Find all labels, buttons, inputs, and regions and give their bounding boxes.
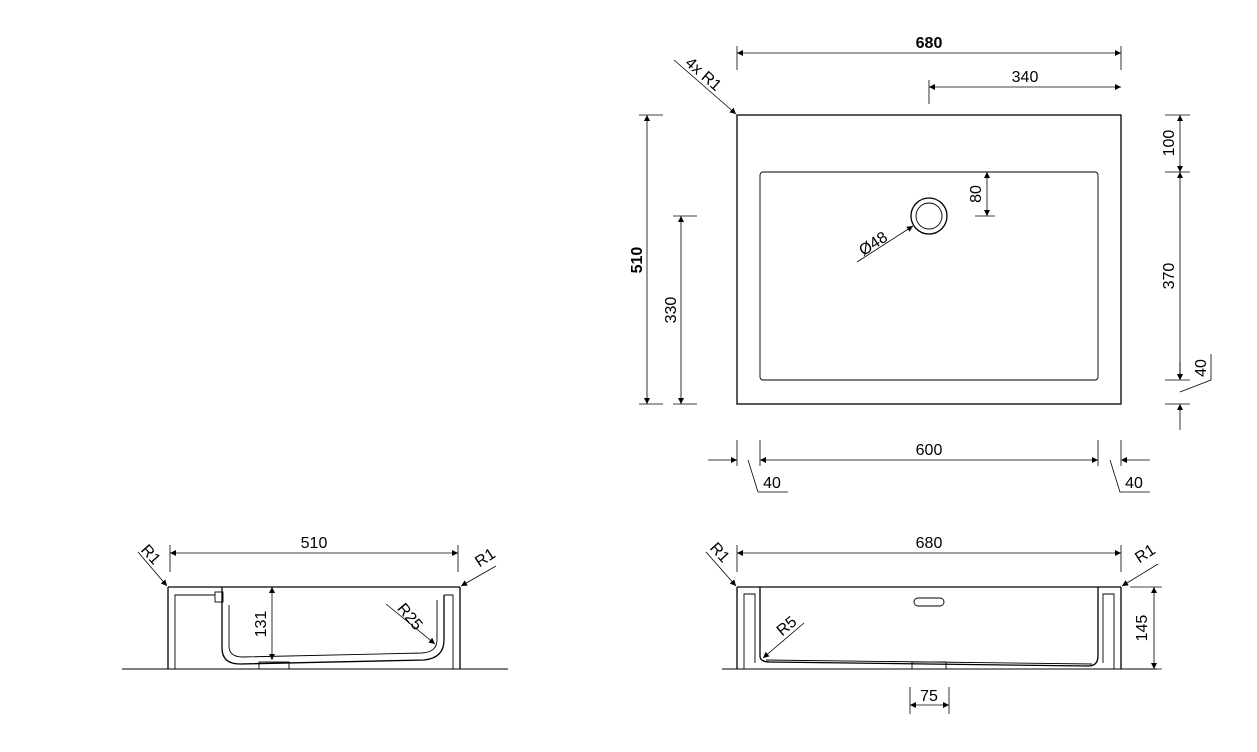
dim-bowl-width: 600: [916, 442, 943, 459]
dim-overall-depth: 510: [629, 247, 646, 274]
dim-drain-from-edge: 80: [968, 185, 985, 203]
drain-front: [911, 661, 947, 670]
dim-side-width: 510: [301, 535, 328, 552]
sink-outline: [736, 114, 1122, 405]
dim-rim-back: 100: [1161, 130, 1178, 157]
drain-outer: [910, 197, 948, 235]
front-view: 680 R1 R1 145 R5 75: [705, 535, 1162, 714]
drain-inner: [915, 202, 943, 230]
dim-front-height: 145: [1134, 615, 1151, 642]
overflow-slot: [913, 597, 945, 607]
dim-rim-front: 40: [1193, 359, 1210, 377]
dim-side-inner-height: 131: [253, 611, 270, 638]
dim-front-radius-right: R1: [1132, 541, 1158, 566]
dim-corner-radius: 4x R1: [682, 54, 725, 94]
bowl-outline: [759, 171, 1099, 381]
dim-rim-right: 40: [1125, 475, 1143, 492]
dim-side-bowl-radius: R25: [393, 600, 425, 633]
dim-front-bowl-radius: R5: [774, 613, 801, 639]
dim-overall-width: 680: [916, 35, 943, 52]
dim-half-width: 340: [1012, 69, 1039, 86]
side-view: 510 R1 R1 131 R25: [122, 535, 508, 670]
dim-drain-width: 75: [920, 688, 938, 705]
dim-bowl-depth: 370: [1161, 263, 1178, 290]
top-view: 680 340 4x R1 510 330 100 370 40: [629, 35, 1212, 493]
dim-front-radius-left: R1: [706, 540, 732, 567]
dim-drain-diameter: Ø48: [856, 229, 891, 260]
drain-side: [258, 661, 290, 670]
dim-front-width: 680: [916, 535, 943, 552]
dim-side-radius-left: R1: [137, 542, 163, 569]
dim-drain-offset: 330: [663, 297, 680, 324]
dim-rim-left: 40: [763, 475, 781, 492]
